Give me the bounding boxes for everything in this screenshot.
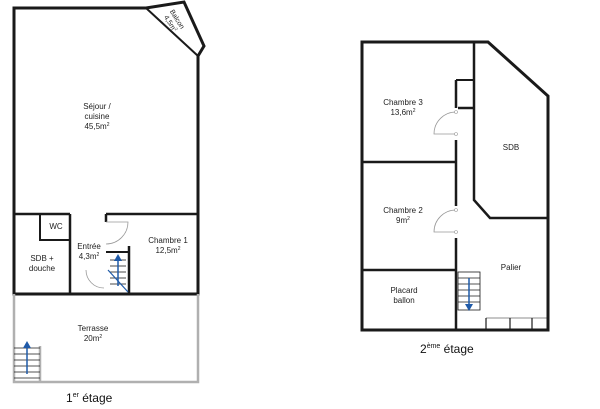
chambre3-area: 13,6m2 bbox=[390, 108, 416, 117]
sejour-area: 45,5m2 bbox=[84, 122, 110, 131]
stair-arrow-palier bbox=[465, 278, 473, 311]
sejour-name-1: Séjour / bbox=[83, 102, 111, 111]
palier-name: Palier bbox=[500, 263, 522, 272]
placard-name-1: Placard bbox=[390, 286, 418, 295]
room-label-sejour: Séjour / cuisine 45,5m2 bbox=[72, 102, 122, 132]
placard-name-2: ballon bbox=[393, 296, 415, 305]
room-label-palier: Palier bbox=[494, 263, 528, 273]
entree-area: 4,3m2 bbox=[78, 252, 100, 261]
sdb-f2-name: SDB bbox=[502, 143, 520, 152]
room-label-chambre2: Chambre 2 9m2 bbox=[372, 206, 434, 226]
room-label-placard: Placard ballon bbox=[374, 286, 434, 306]
terrasse-name: Terrasse bbox=[77, 324, 109, 333]
room-label-entree: Entrée 4,3m2 bbox=[72, 242, 106, 262]
stair-arrow-terrace bbox=[23, 341, 31, 374]
balcony-separator bbox=[145, 7, 199, 57]
room-label-chambre1: Chambre 1 12,5m2 bbox=[138, 236, 198, 256]
room-label-wc: WC bbox=[44, 222, 68, 232]
room-label-chambre3: Chambre 3 13,6m2 bbox=[372, 98, 434, 118]
door-arc-entree-left bbox=[85, 269, 105, 289]
room-label-sdb-f1: SDB + douche bbox=[16, 254, 68, 274]
sdb-f1-name-1: SDB + bbox=[30, 254, 54, 263]
sdb-f1-name-2: douche bbox=[28, 264, 56, 273]
room-label-sdb-f2: SDB bbox=[496, 143, 526, 153]
floor-2-plan bbox=[360, 40, 550, 332]
wc-name: WC bbox=[49, 222, 63, 231]
chambre2-area: 9m2 bbox=[396, 216, 410, 225]
sdb-walls bbox=[458, 42, 548, 220]
sejour-name-2: cuisine bbox=[84, 112, 110, 121]
door-arc-ch2 bbox=[433, 209, 457, 233]
wc-walls bbox=[39, 214, 70, 241]
terrasse-area: 20m2 bbox=[83, 334, 103, 343]
chambre1-name: Chambre 1 bbox=[148, 236, 188, 245]
entree-name: Entrée bbox=[77, 242, 101, 251]
terrace-walls bbox=[12, 294, 200, 384]
room-label-terrasse: Terrasse 20m2 bbox=[66, 324, 120, 344]
floor1-caption: 1er étage bbox=[66, 391, 113, 405]
floor1-outer-walls bbox=[12, 0, 206, 296]
chambre1-area: 12,5m2 bbox=[155, 246, 181, 255]
floor2-caption: 2ème étage bbox=[420, 342, 474, 356]
floor2-outer-walls bbox=[360, 40, 550, 332]
door-arc-entree-top bbox=[105, 221, 129, 245]
chambre3-name: Chambre 3 bbox=[383, 98, 423, 107]
stair-arrow-entree bbox=[114, 254, 122, 286]
chambre2-name: Chambre 2 bbox=[383, 206, 423, 215]
door-arc-ch3 bbox=[433, 111, 457, 135]
railing bbox=[485, 317, 548, 330]
floor-1-plan bbox=[12, 0, 206, 384]
stair-box-f1 bbox=[106, 251, 130, 295]
